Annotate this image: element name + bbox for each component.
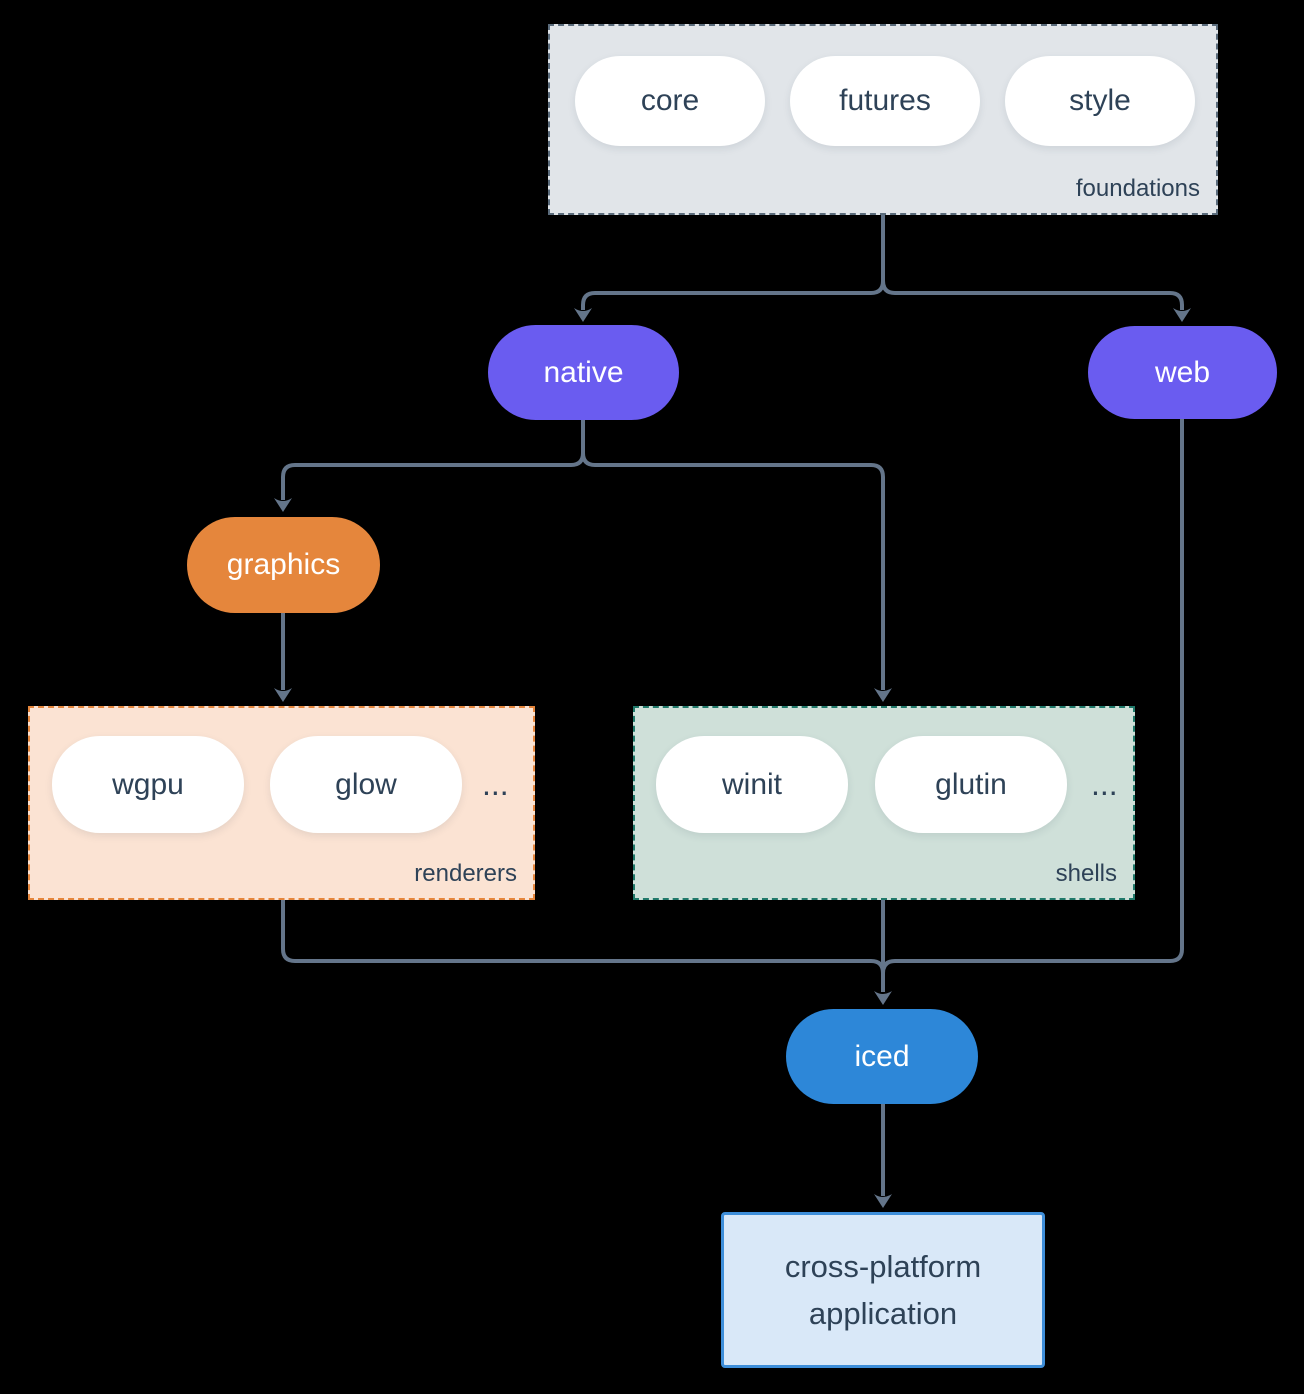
edge-foundations-native [581, 215, 885, 310]
node-glutin-label: glutin [935, 767, 1007, 801]
arrowhead-renderers [274, 688, 292, 702]
edge-native-graphics [281, 420, 585, 500]
renderers-group: wgpu glow ... renderers [28, 706, 535, 900]
renderers-ellipsis: ... [482, 766, 509, 802]
application-label-line2: application [808, 1296, 958, 1331]
foundations-group-label: foundations [1075, 175, 1200, 202]
node-web: web [1088, 326, 1277, 419]
edge-renderers-iced [281, 900, 885, 992]
node-native-label: native [543, 355, 624, 389]
arrowhead-web [1173, 308, 1191, 322]
node-futures: futures [790, 56, 980, 146]
arrowhead-shells [874, 688, 892, 702]
node-core: core [575, 56, 765, 146]
node-wgpu-label: wgpu [112, 767, 184, 801]
node-iced-label: iced [854, 1039, 910, 1073]
arrowhead-iced [874, 991, 892, 1005]
node-futures-label: futures [839, 84, 931, 117]
node-style-label: style [1069, 84, 1131, 117]
node-native: native [488, 325, 679, 420]
node-core-label: core [640, 84, 700, 117]
node-style: style [1005, 56, 1195, 146]
node-web-label: web [1154, 355, 1211, 389]
node-iced: iced [786, 1009, 978, 1104]
arrowhead-application [874, 1194, 892, 1208]
node-glutin: glutin [875, 736, 1067, 833]
node-winit: winit [656, 736, 848, 833]
shells-ellipsis: ... [1091, 766, 1118, 802]
node-glow-label: glow [335, 767, 397, 801]
application-label-line1: cross-platform [784, 1249, 982, 1284]
shells-group-label: shells [1055, 860, 1117, 887]
renderers-group-label: renderers [414, 860, 517, 887]
foundations-group: core futures style foundations [548, 24, 1218, 215]
edge-foundations-web [881, 280, 1184, 310]
node-wgpu: wgpu [52, 736, 244, 833]
node-application: cross-platform application [721, 1212, 1045, 1368]
arrowhead-native [574, 308, 592, 322]
node-graphics-label: graphics [226, 548, 341, 581]
arrowhead-graphics [274, 498, 292, 512]
edge-native-shells [581, 452, 885, 690]
shells-group: winit glutin ... shells [633, 706, 1135, 900]
node-winit-label: winit [721, 767, 782, 801]
node-glow: glow [270, 736, 462, 833]
node-graphics: graphics [187, 517, 380, 613]
